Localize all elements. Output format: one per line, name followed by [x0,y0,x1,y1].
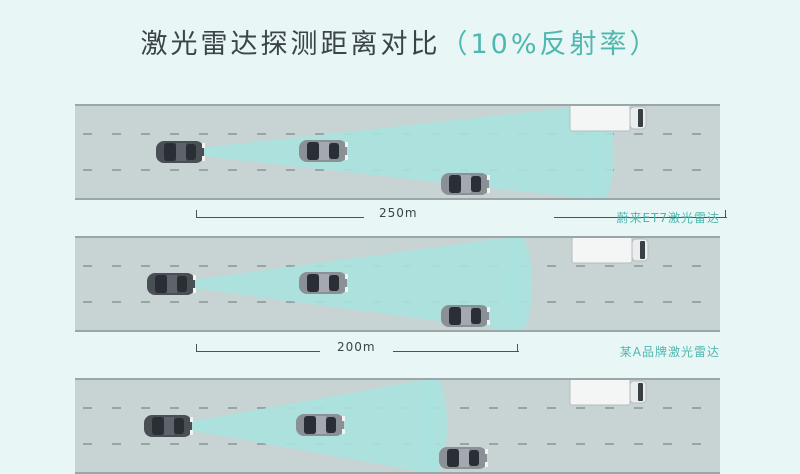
lidar-beam [191,236,520,332]
truck-icon [571,236,649,264]
comparison-panel-2: 200m 某A品牌激光雷达 [75,236,720,361]
truck-icon [569,104,647,132]
car-icon [439,447,488,469]
lidar-beam [200,104,602,200]
road-svg [83,236,720,332]
car-icon [299,140,348,162]
comparison-panel-1: 250m 蔚来ET7激光雷达 [75,104,727,229]
ego-car-icon [156,141,205,163]
lidar-brand-label: 某A品牌激光雷达 [619,345,720,359]
road-svg [83,104,720,200]
comparison-panel-3 [75,378,720,474]
distance-label: 250m [379,206,418,220]
car-icon [296,414,345,436]
distance-bracket [196,344,519,352]
truck-icon [569,378,647,406]
car-icon [441,305,490,327]
ego-car-icon [147,273,196,295]
road-scene [75,236,720,332]
road-scene [75,378,720,474]
lidar-brand-label: 蔚来ET7激光雷达 [616,211,720,225]
diagram-title: 激光雷达探测距离对比（10%反射率） [0,22,800,61]
distance-bracket [196,210,727,218]
ego-car-icon [144,415,193,437]
title-main: 激光雷达探测距离对比 [140,29,441,60]
car-icon [299,272,348,294]
distance-label: 200m [337,340,376,354]
car-icon [441,173,490,195]
lidar-beam-edge [508,236,532,332]
title-subtitle: （10%反射率） [440,29,660,60]
road-svg [83,378,720,474]
road-scene [75,104,720,200]
